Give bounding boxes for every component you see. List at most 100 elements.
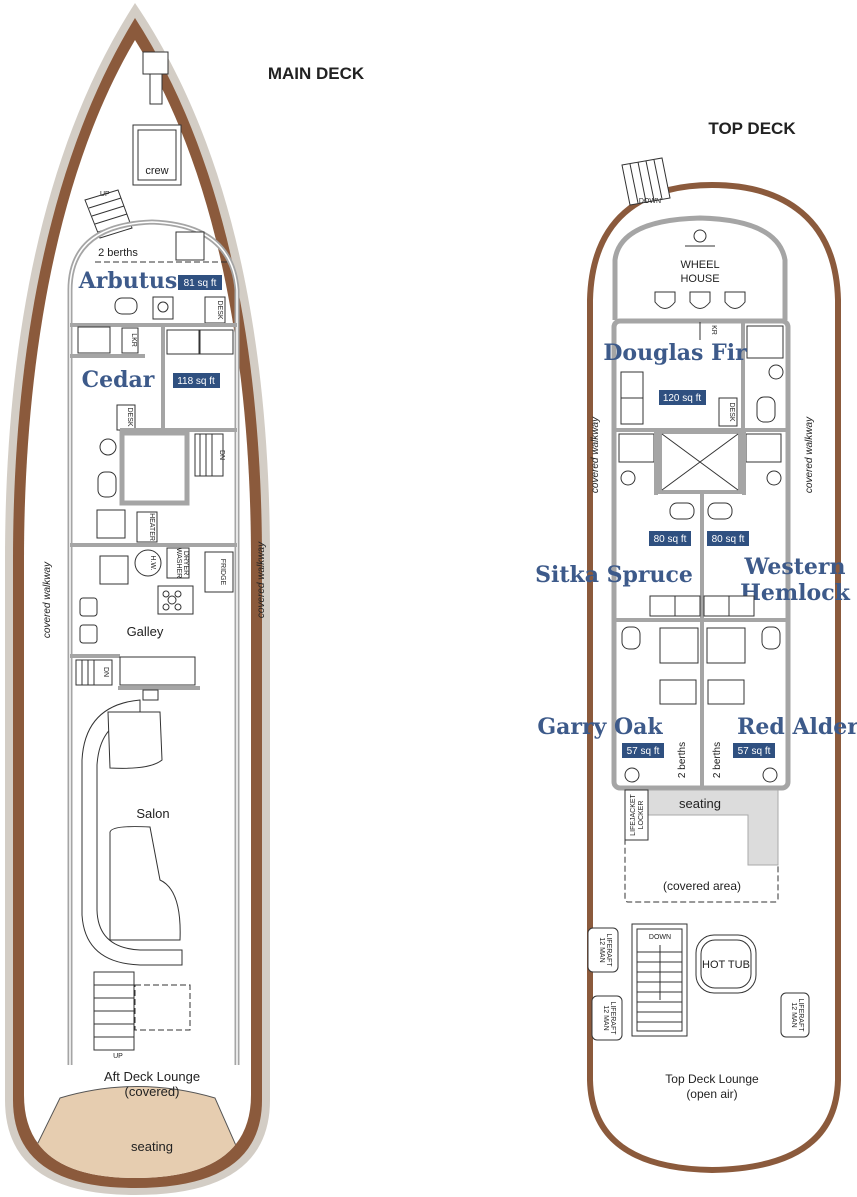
wheelhouse-label-2: HOUSE <box>680 273 719 285</box>
wheelhouse-label: WHEEL <box>680 259 719 271</box>
salon-table <box>109 826 181 941</box>
svg-text:UP: UP <box>100 191 110 198</box>
aft-stairs-up: UP <box>93 971 135 1060</box>
shower-icon <box>77 326 111 354</box>
red-alder-area: 57 sq ft <box>738 746 771 757</box>
forward-stairs-down: DOWN <box>621 157 671 206</box>
room-red-alder: Red Alder <box>737 714 857 740</box>
sink-icon <box>768 364 784 380</box>
red-alder-berths: 2 berths <box>712 742 723 778</box>
berth <box>674 595 701 617</box>
bow-fixture-base <box>149 73 163 105</box>
top-lounge-label: Top Deck Lounge <box>665 1072 759 1086</box>
shower-icon <box>659 627 699 664</box>
svg-text:LIFERAFT: LIFERAFT <box>797 998 804 1032</box>
aft-lounge-note: (covered) <box>125 1084 180 1099</box>
helm-seat <box>654 291 676 309</box>
toilet-icon <box>756 396 776 423</box>
sink-icon <box>620 470 636 486</box>
svg-text:DESK: DESK <box>728 402 735 421</box>
top-walkway-port: covered walkway <box>590 416 601 493</box>
liferaft: 12 MAN LIFERAFT <box>587 927 619 973</box>
sink-icon <box>99 438 117 456</box>
western-hemlock-area: 80 sq ft <box>712 534 745 545</box>
garry-oak-area: 57 sq ft <box>627 746 660 757</box>
top-deck: TOP DECK DOWN WHEEL HOUSE KR Douglas Fir… <box>535 119 857 1174</box>
svg-text:12 MAN: 12 MAN <box>790 1002 797 1027</box>
arbutus-area: 81 sq ft <box>184 278 217 289</box>
washer-dryer <box>166 547 190 579</box>
galley-counter <box>119 656 196 686</box>
svg-text:DOWN: DOWN <box>639 198 661 205</box>
garry-oak-berths: 2 berths <box>677 742 688 778</box>
fridge <box>204 551 234 593</box>
toilet-icon <box>97 471 117 498</box>
bow-fixture <box>142 51 169 75</box>
helm-seat <box>724 291 746 309</box>
svg-text:LKR: LKR <box>130 333 137 347</box>
deck-seating-label: seating <box>679 796 721 811</box>
hot-water-label: H.W. <box>149 555 156 570</box>
desk <box>718 397 738 427</box>
toilet-icon <box>761 626 781 650</box>
helm-seat <box>689 291 711 309</box>
berth <box>659 679 697 705</box>
shower-icon <box>706 627 746 664</box>
sink-icon <box>762 767 778 783</box>
shower-icon <box>746 325 784 359</box>
salon-settee <box>81 699 183 966</box>
berth <box>199 329 234 355</box>
arbutus-berths: 2 berths <box>98 247 138 259</box>
berth <box>707 679 745 705</box>
svg-text:DOWN: DOWN <box>649 934 671 941</box>
hot-tub-label: HOT TUB <box>702 959 750 971</box>
svg-text:WASHER: WASHER <box>175 548 182 578</box>
room-garry-oak: Garry Oak <box>537 714 663 740</box>
svg-text:KR: KR <box>710 325 717 335</box>
sink-icon <box>624 767 640 783</box>
svg-text:FRIDGE: FRIDGE <box>219 559 226 586</box>
aft-lounge-label: Aft Deck Lounge <box>104 1069 200 1084</box>
heater <box>136 511 158 543</box>
hot-water-tank <box>134 549 162 577</box>
top-walkway-starboard: covered walkway <box>804 416 815 493</box>
svg-text:12 MAN: 12 MAN <box>602 1005 609 1030</box>
shower-icon <box>96 509 126 539</box>
room-sitka-spruce: Sitka Spruce <box>535 562 693 588</box>
main-deck-title: MAIN DECK <box>268 64 365 83</box>
svg-text:LIFEJACKET: LIFEJACKET <box>630 793 637 835</box>
aft-stairs-down: DOWN <box>631 923 688 1037</box>
svg-text:DN: DN <box>218 450 225 460</box>
svg-text:12 MAN: 12 MAN <box>598 937 605 962</box>
galley-stool <box>79 624 98 644</box>
berth <box>649 595 676 617</box>
main-deck: seating MAIN DECK crew UP 2 berths Arbut… <box>5 3 365 1195</box>
galley-stool <box>79 597 98 617</box>
galley-counter <box>99 555 129 585</box>
hot-tub <box>695 934 757 994</box>
room-arbutus: Arbutus <box>78 268 178 294</box>
covered-walkway-starboard: covered walkway <box>256 541 267 618</box>
liferaft: 12 MAN LIFERAFT <box>780 992 810 1038</box>
svg-text:LIFERAFT: LIFERAFT <box>609 1001 616 1035</box>
svg-text:LIFERAFT: LIFERAFT <box>605 933 612 967</box>
lifejacket-locker <box>624 789 649 841</box>
crew-cabin-inner <box>137 129 177 181</box>
stairs-down: DN <box>194 433 225 477</box>
svg-text:UP: UP <box>113 1053 123 1060</box>
room-douglas-fir: Douglas Fir <box>603 340 747 366</box>
room-cedar: Cedar <box>82 367 155 393</box>
hatch <box>134 984 191 1031</box>
cedar-area: 118 sq ft <box>177 376 215 387</box>
crew-label: crew <box>145 165 168 177</box>
shower-icon <box>618 433 655 463</box>
top-lounge-note: (open air) <box>686 1087 737 1101</box>
covered-area-label: (covered area) <box>663 879 741 893</box>
svg-text:LOCKER: LOCKER <box>638 801 645 830</box>
room-western-hemlock-2: Hemlock <box>740 580 850 606</box>
shower-icon <box>745 433 782 463</box>
svg-text:DN: DN <box>102 667 109 677</box>
crew-cabin <box>132 124 182 186</box>
berth <box>620 371 644 399</box>
salon-table <box>107 711 163 769</box>
